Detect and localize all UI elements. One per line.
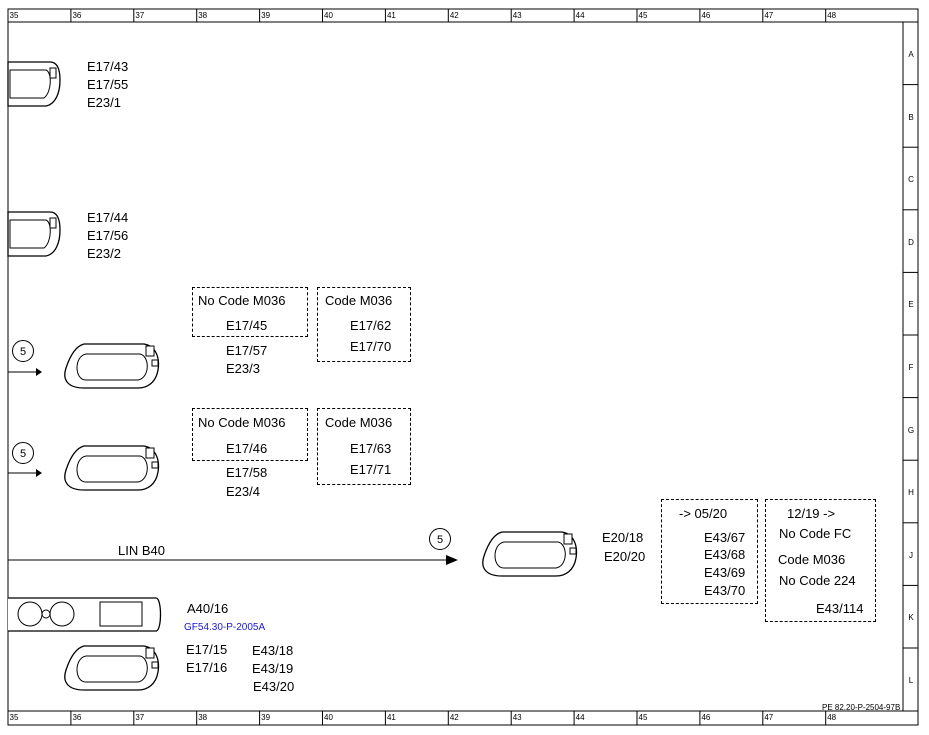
- variant-box-title: Code M036: [325, 293, 393, 308]
- light-unit-icon: [64, 645, 160, 691]
- row-label: L: [908, 676, 914, 685]
- variant-box-title: No Code M036: [198, 293, 286, 308]
- variant-box-item: E17/62: [350, 318, 392, 333]
- label: E17/57: [226, 343, 268, 358]
- label-group-1-line1: E17/43: [87, 59, 129, 74]
- column-label: 42: [449, 11, 459, 20]
- variant-box-item: E43/67: [704, 530, 746, 545]
- column-label: 38: [198, 713, 208, 722]
- variant-box-item: E17/70: [350, 339, 392, 354]
- column-label: 45: [638, 713, 648, 722]
- variant-box-no-m036-b: [192, 408, 308, 461]
- variant-box-m036-b: [317, 408, 411, 485]
- column-label: 44: [575, 713, 585, 722]
- variant-box-item: E43/114: [816, 601, 864, 616]
- variant-box-title: Code M036: [325, 415, 393, 430]
- column-label: 47: [764, 713, 774, 722]
- variant-box-item: E17/46: [226, 441, 268, 456]
- row-label: A: [908, 50, 914, 59]
- column-label: 43: [512, 11, 522, 20]
- variant-box-until-0520: [661, 499, 758, 604]
- label-group-2-line3: E23/2: [87, 246, 121, 261]
- row-label: E: [908, 300, 914, 310]
- variant-box-item: E17/63: [350, 441, 392, 456]
- variant-box-item: E43/70: [704, 583, 746, 598]
- row-label: B: [908, 112, 914, 122]
- column-label: 47: [764, 11, 774, 20]
- label: E43/19: [252, 661, 294, 676]
- instrument-cluster-icon: [8, 597, 162, 632]
- column-label: 41: [386, 713, 396, 722]
- column-label: 41: [386, 11, 396, 20]
- variant-box-item: E17/71: [350, 462, 392, 477]
- light-unit-icon: [64, 343, 160, 389]
- row-label: G: [907, 425, 915, 435]
- label: E17/58: [226, 465, 268, 480]
- variant-box-title: No Code M036: [198, 415, 286, 430]
- label-group-2-line2: E17/56: [87, 228, 129, 243]
- variant-box-title: 12/19 ->: [787, 506, 836, 521]
- variant-box-from-1219: [765, 499, 876, 622]
- connector-marker: 5: [429, 528, 451, 550]
- row-label: F: [908, 363, 914, 372]
- label: E23/4: [226, 484, 260, 499]
- variant-box-item: No Code 224: [779, 573, 856, 588]
- variant-box-item: E43/68: [704, 547, 746, 562]
- variant-box-item: E17/45: [226, 318, 268, 333]
- variant-box-item: E43/69: [704, 565, 746, 580]
- row-label: K: [908, 613, 914, 623]
- label-group-1-line3: E23/1: [87, 95, 121, 110]
- column-label: 40: [324, 713, 333, 722]
- label: E17/16: [186, 660, 228, 675]
- label: E20/20: [604, 549, 646, 564]
- column-label: 46: [701, 713, 711, 722]
- label: E20/18: [602, 530, 644, 545]
- row-label: D: [908, 237, 914, 247]
- variant-box-item: Code M036: [778, 552, 846, 567]
- label: E17/15: [186, 642, 228, 657]
- connector-marker: 5: [12, 340, 34, 362]
- column-label: 37: [135, 713, 145, 722]
- column-label: 36: [72, 11, 82, 20]
- variant-box-no-m036-a: [192, 287, 308, 337]
- column-label: 42: [449, 713, 459, 722]
- light-unit-icon: [64, 445, 160, 491]
- light-unit-icon: [7, 211, 61, 257]
- column-label: 45: [638, 11, 648, 20]
- document-id: PE 82.20-P-2504-97B: [822, 703, 901, 712]
- label: E23/3: [226, 361, 260, 376]
- cross-reference-link[interactable]: GF54.30-P-2005A: [184, 622, 266, 633]
- connector-marker: 5: [12, 442, 34, 464]
- column-label: 46: [701, 11, 711, 20]
- row-label: J: [909, 550, 913, 560]
- label: E43/20: [253, 679, 295, 694]
- cluster-label: A40/16: [187, 601, 229, 616]
- row-label: C: [908, 175, 914, 185]
- lin-bus-label: LIN B40: [118, 543, 165, 558]
- row-label: H: [908, 488, 914, 498]
- variant-box-item: No Code FC: [779, 526, 852, 541]
- column-label: 44: [575, 11, 585, 20]
- label-group-1-line2: E17/55: [87, 77, 129, 92]
- column-label: 39: [261, 11, 271, 20]
- label: E43/18: [252, 643, 294, 658]
- light-unit-icon: [7, 61, 61, 107]
- column-label: 43: [512, 713, 522, 722]
- column-label: 35: [9, 713, 19, 722]
- variant-box-title: -> 05/20: [679, 506, 728, 521]
- label-group-2-line1: E17/44: [87, 210, 129, 225]
- column-label: 36: [72, 713, 82, 722]
- variant-box-m036-a: [317, 287, 411, 362]
- column-label: 48: [827, 11, 837, 20]
- column-label: 48: [827, 713, 837, 722]
- light-unit-icon: [482, 531, 578, 577]
- column-label: 39: [261, 713, 271, 722]
- column-label: 37: [135, 11, 145, 20]
- column-label: 35: [9, 11, 19, 20]
- column-label: 38: [198, 11, 208, 20]
- column-label: 40: [324, 11, 333, 20]
